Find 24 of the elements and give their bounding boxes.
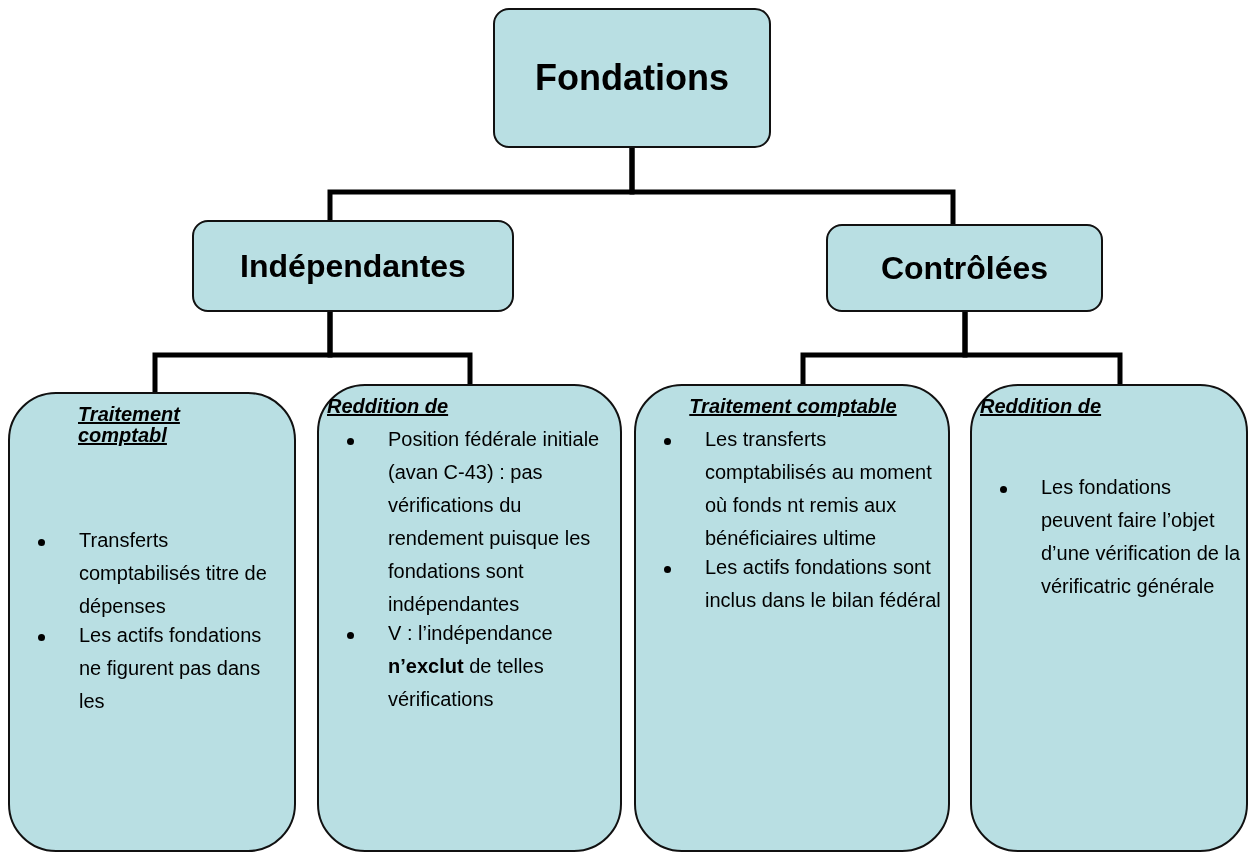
rounded-box (634, 384, 950, 852)
box-heading: Traitement comptable (689, 396, 897, 417)
bullet-text: V : l’indépendance n’exclut de telles vérifications (388, 621, 554, 712)
rounded-box (970, 384, 1248, 852)
box-title: Fondations (535, 57, 729, 99)
bullet-text: Position fédérale initiale (avan C-43) : pas vérifications du rendement puisque les fondations sont indépendantes (388, 427, 601, 617)
box-heading: Reddition de (980, 396, 1102, 417)
rounded-box (8, 392, 296, 852)
connector-line (629, 148, 956, 224)
box-heading: Reddition de (327, 396, 449, 417)
box-heading: Traitement comptabl (78, 404, 182, 446)
rounded-box (192, 220, 514, 312)
bullet-text: Les actifs fondations ne figurent pas dans les (79, 623, 263, 714)
rounded-box (493, 8, 771, 148)
bullet-text: Les fondations peuvent faire l’objet d’une vérification de la vérificatric générale (1041, 475, 1240, 599)
box-title: Contrôlées (880, 249, 1049, 287)
connector-line (962, 312, 1123, 384)
bullet-text: Les transferts comptabilisés au moment où fonds nt remis aux bénéficiaires ultime (705, 427, 933, 551)
bullet-text: Transferts comptabilisés titre de dépenses (79, 528, 268, 619)
connector-line (327, 312, 473, 384)
bullet-text: Les actifs fondations sont inclus dans le bilan fédéral (705, 555, 942, 613)
rounded-box (826, 224, 1103, 312)
box-title: Indépendantes (240, 247, 466, 285)
rounded-box (317, 384, 622, 852)
